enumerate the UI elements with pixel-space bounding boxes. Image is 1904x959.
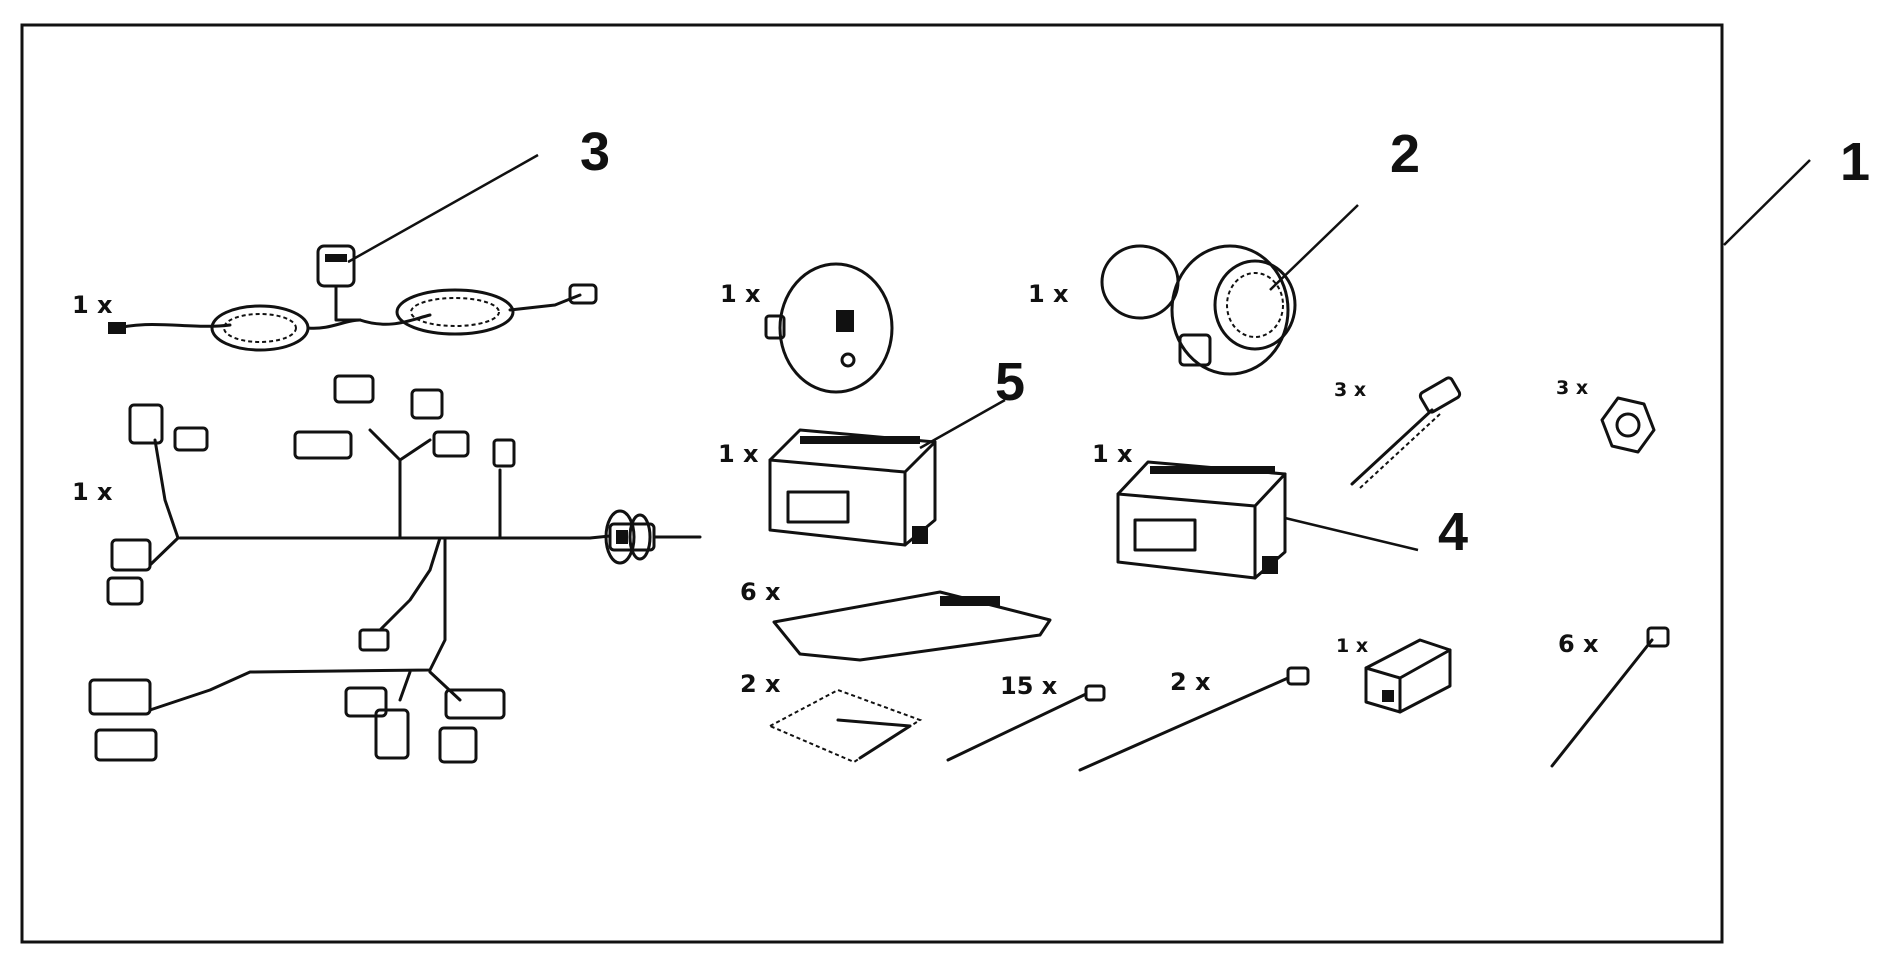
wiring-harness (88, 374, 702, 764)
cable-tie-long (1550, 626, 1670, 768)
cable-tie-small (946, 684, 1106, 762)
control-unit-4 (1116, 460, 1287, 580)
qty-control-unit-4: 1 x (1092, 440, 1133, 468)
qty-screw: 3 x (1334, 379, 1366, 401)
connector (1364, 638, 1452, 714)
qty-nut: 3 x (1556, 377, 1588, 399)
leader-line-5 (919, 398, 1006, 450)
qty-switch-disc: 1 x (720, 280, 761, 308)
kit-frame (20, 23, 1724, 944)
leader-line-1 (1723, 159, 1811, 246)
callout-3: 3 (580, 122, 610, 182)
nut (1600, 396, 1656, 454)
qty-siren: 1 x (1028, 280, 1069, 308)
qty-ignition-lock: 1 x (72, 291, 113, 319)
qty-tie-medium: 2 x (1170, 668, 1211, 696)
qty-tie-small: 15 x (1000, 672, 1058, 700)
ignition-lock-cable (108, 244, 598, 352)
callout-2: 2 (1390, 124, 1420, 184)
callout-4: 4 (1438, 502, 1468, 562)
qty-harness: 1 x (72, 478, 113, 506)
qty-connector: 1 x (1336, 635, 1368, 657)
leader-line-2 (1269, 204, 1359, 291)
qty-tie-long: 6 x (1558, 630, 1599, 658)
control-unit-5 (768, 428, 937, 547)
qty-label: 2 x (740, 670, 781, 698)
siren (1100, 244, 1297, 376)
callout-5: 5 (995, 352, 1025, 412)
qty-pad: 6 x (740, 578, 781, 606)
leader-line-3 (347, 153, 539, 264)
leader-line-4 (1284, 516, 1419, 552)
cable-tie-medium (1078, 666, 1310, 772)
callout-1: 1 (1840, 132, 1870, 192)
switch-disc (764, 262, 894, 394)
qty-control-unit-5: 1 x (718, 440, 759, 468)
adhesive-pad (772, 590, 1052, 662)
screw (1350, 376, 1462, 489)
label-sheet (767, 688, 923, 764)
